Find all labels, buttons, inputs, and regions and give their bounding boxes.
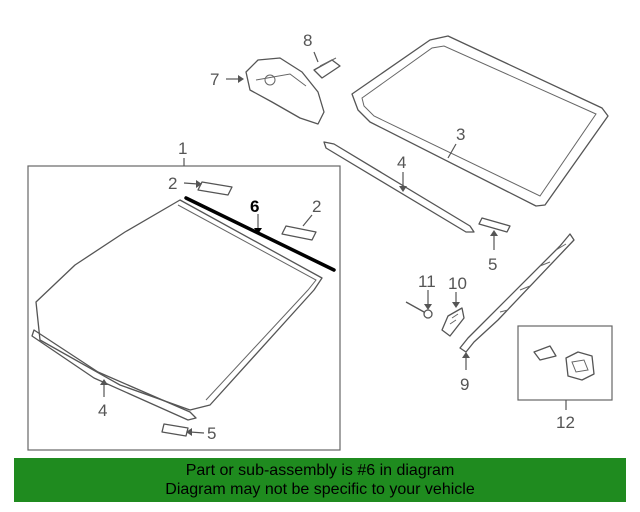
pad-part-2-left[interactable] bbox=[197, 181, 233, 196]
callout-2a-arrow bbox=[196, 180, 202, 188]
callout-11-arrow bbox=[424, 304, 432, 310]
callout-12[interactable]: 12 bbox=[556, 413, 575, 432]
callout-9-arrow bbox=[462, 352, 470, 358]
callout-7[interactable]: 7 bbox=[210, 70, 219, 89]
callout-9[interactable]: 9 bbox=[460, 375, 469, 394]
callout-5a-leader bbox=[189, 431, 205, 434]
pad-part-2-right[interactable] bbox=[281, 225, 317, 241]
pillar-garnish-part-9[interactable] bbox=[459, 233, 575, 353]
bracket-part-10[interactable] bbox=[441, 307, 465, 337]
callout-5a-arrow bbox=[186, 428, 192, 436]
parts-diagram: 1 6 2 2 4 5 7 bbox=[27, 31, 613, 451]
callout-8[interactable]: 8 bbox=[303, 31, 312, 50]
side-molding-part-4[interactable] bbox=[323, 141, 475, 233]
callout-4a-arrow bbox=[399, 186, 407, 192]
banner-line-1: Part or sub-assembly is #6 in diagram bbox=[185, 462, 455, 479]
clip-part-5-upper[interactable] bbox=[478, 217, 511, 233]
sensor-part-12[interactable] bbox=[533, 345, 595, 381]
callout-6[interactable]: 6 bbox=[250, 197, 259, 216]
callout-2b[interactable]: 2 bbox=[312, 197, 321, 216]
callout-4b[interactable]: 4 bbox=[98, 401, 107, 420]
callout-5b-arrow bbox=[490, 230, 498, 236]
callout-11[interactable]: 11 bbox=[418, 272, 436, 291]
callout-10-arrow bbox=[452, 302, 460, 308]
info-banner: Part or sub-assembly is #6 in diagram Di… bbox=[14, 458, 626, 502]
callout-3[interactable]: 3 bbox=[456, 125, 465, 144]
upper-molding-part-6[interactable] bbox=[184, 196, 336, 272]
callout-5b[interactable]: 5 bbox=[488, 255, 497, 274]
callout-10[interactable]: 10 bbox=[448, 274, 467, 293]
callout-2b-leader bbox=[302, 214, 313, 227]
callout-8-leader bbox=[313, 51, 319, 63]
clip-part-5-lower[interactable] bbox=[161, 423, 189, 437]
callout-2a[interactable]: 2 bbox=[168, 174, 177, 193]
callout-5a[interactable]: 5 bbox=[207, 424, 216, 443]
lower-molding-part-4[interactable] bbox=[31, 329, 197, 421]
callout-4a[interactable]: 4 bbox=[397, 153, 406, 172]
sensor-kit-box bbox=[517, 325, 613, 401]
rearview-mirror-part-7[interactable] bbox=[245, 57, 325, 125]
callout-7-arrow bbox=[238, 75, 244, 83]
callout-4b-arrow bbox=[100, 379, 108, 385]
callout-6-arrow bbox=[254, 228, 262, 234]
callout-1[interactable]: 1 bbox=[178, 139, 187, 158]
windshield-glass[interactable] bbox=[35, 199, 323, 411]
windshield-moulding-part-3[interactable] bbox=[351, 35, 609, 207]
mirror-mount-part-8[interactable] bbox=[313, 57, 341, 79]
banner-line-2: Diagram may not be specific to your vehi… bbox=[165, 481, 475, 498]
callout-2a-leader bbox=[183, 182, 199, 185]
callout-3-leader bbox=[447, 143, 457, 159]
